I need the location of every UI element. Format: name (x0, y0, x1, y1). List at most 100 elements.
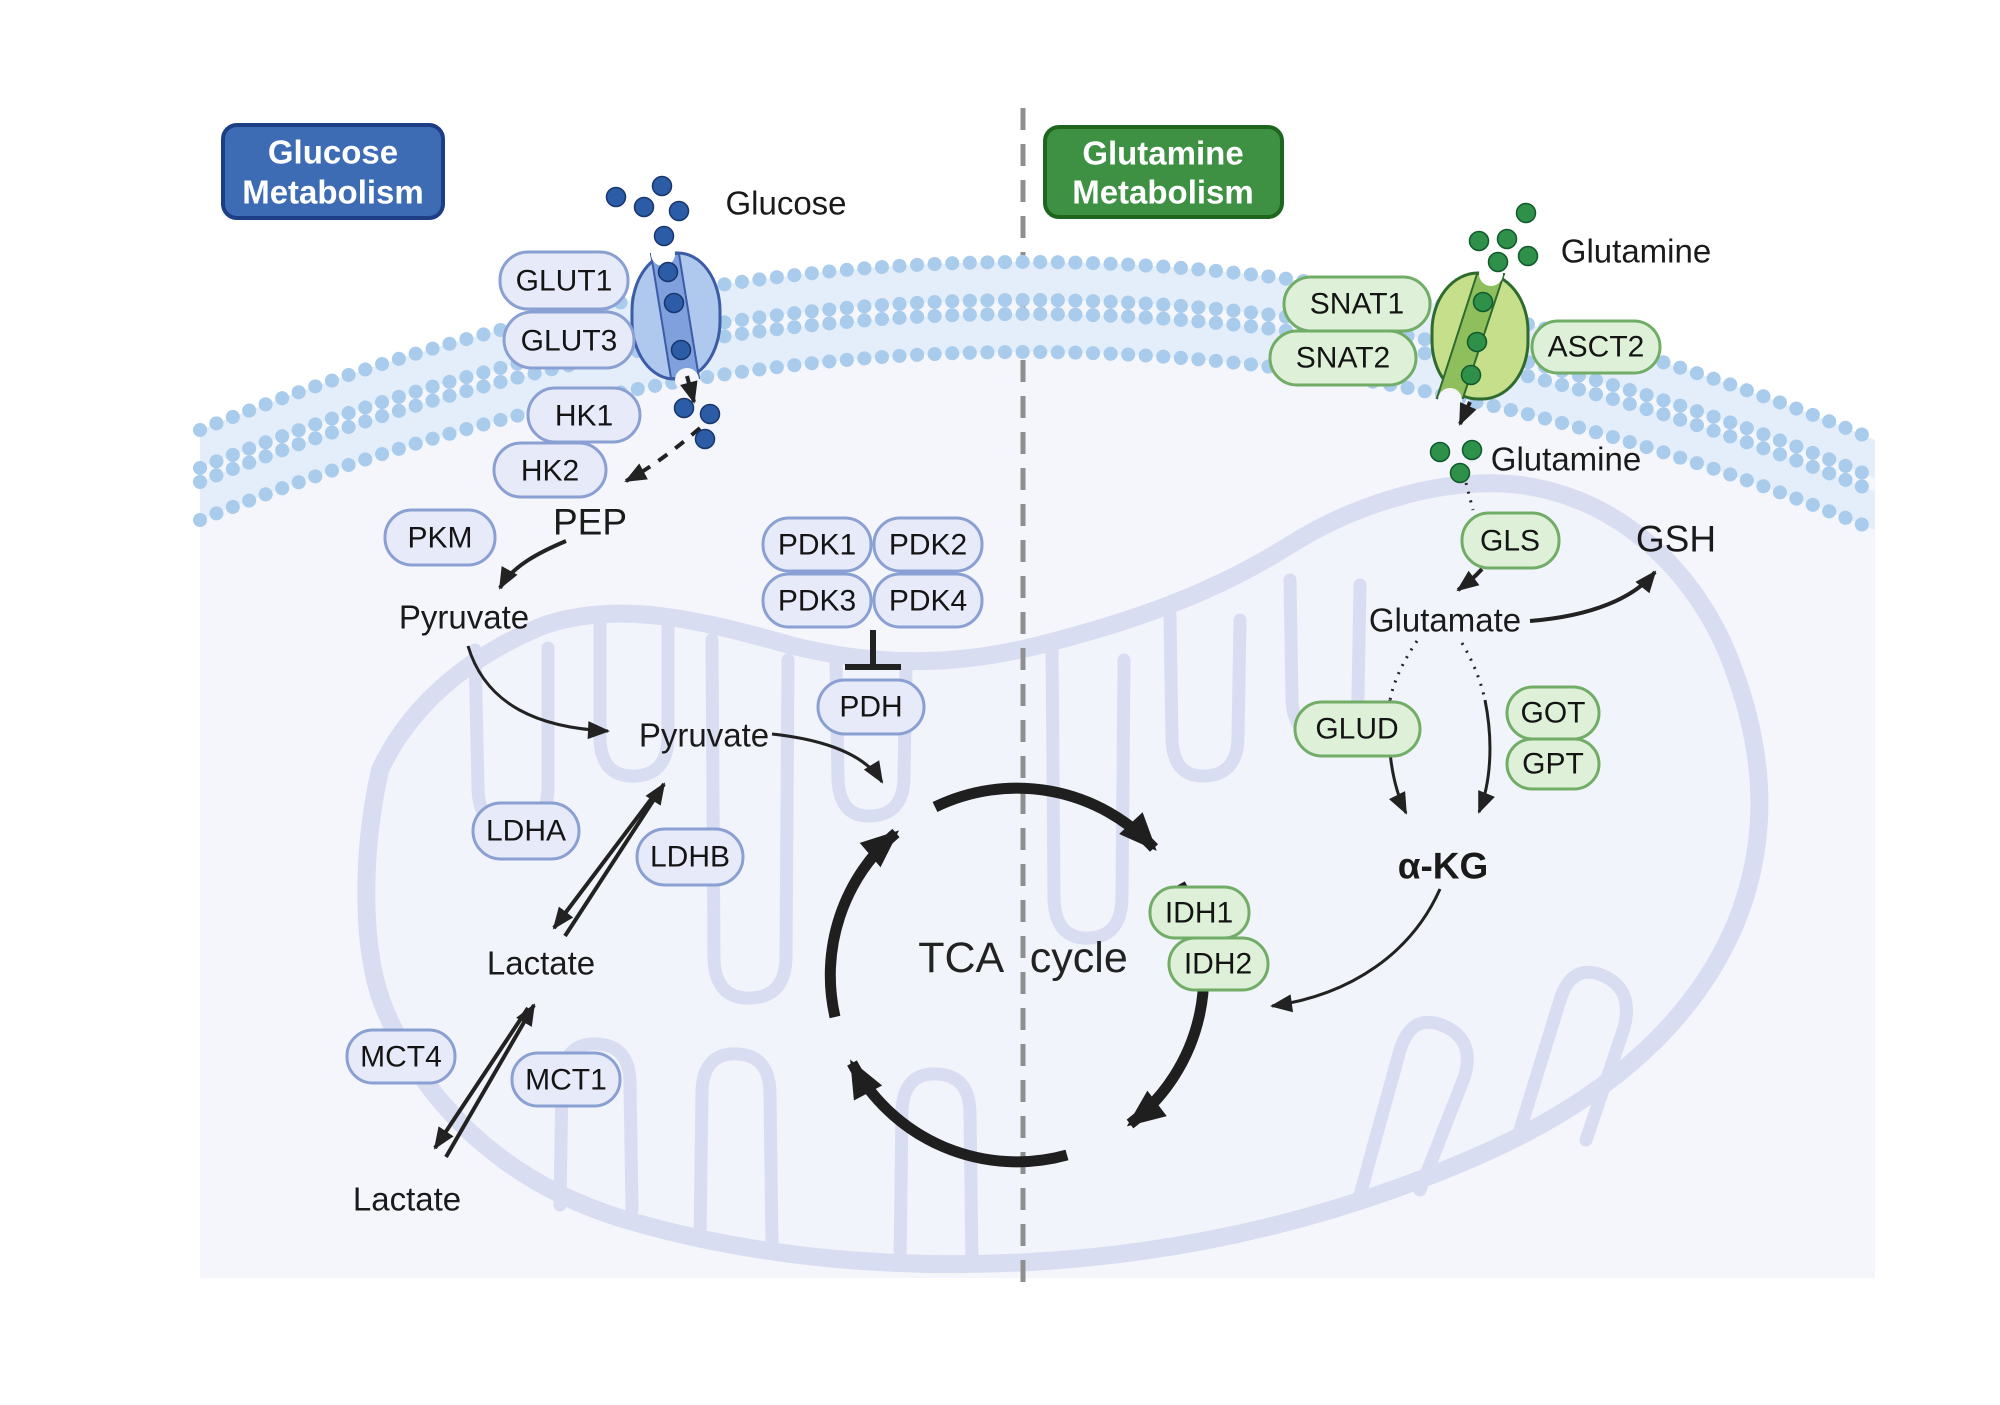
arrow-glucose-to-pep-dashed (624, 426, 702, 483)
enzyme-pill-pdk3: PDK3 (761, 572, 873, 629)
arrow-pyruvate-to-tca (771, 732, 884, 784)
enzyme-label: PDH (839, 691, 902, 724)
enzyme-label: HK2 (521, 455, 579, 488)
enzyme-pill-pkm: PKM (383, 508, 497, 567)
glutamine-molecule-in-channel (1466, 331, 1488, 353)
glutamine-header-box (1043, 125, 1284, 219)
enzyme-label: PDK4 (889, 585, 967, 618)
enzyme-pill-pdk1: PDK1 (761, 516, 873, 573)
glucose-molecule-in-channel (670, 339, 692, 361)
bidirectional-arrow-pyruvate-lactate (552, 782, 666, 938)
enzyme-pill-got: GOT (1505, 685, 1601, 741)
enzyme-pill-ldha: LDHA (471, 801, 581, 861)
glucose-header-line1: Glucose (268, 134, 398, 171)
arrow-transporter-to-glucose (680, 375, 698, 404)
glucose-metabolism-header: Glucose Metabolism (221, 123, 445, 220)
enzyme-label: GLS (1480, 525, 1540, 558)
glutamine-header-line2: Metabolism (1072, 174, 1254, 211)
membrane-head-row (193, 306, 1882, 499)
glucose-molecule-in-channel (657, 261, 679, 283)
glutamine-molecule-dots-intracellular (1429, 439, 1483, 484)
glucose-transporter-channel (630, 242, 722, 392)
label-lactate-intracellular: Lactate (487, 945, 595, 982)
enzyme-label: SNAT1 (1310, 288, 1404, 321)
glutamine-molecule-in-channel (1472, 291, 1494, 313)
enzyme-label: GLUT3 (521, 325, 618, 358)
arrow-glutamate-via-got-gpt-to-akg (1460, 642, 1495, 814)
enzyme-pill-glut1: GLUT1 (498, 250, 630, 311)
enzyme-label: IDH2 (1184, 948, 1252, 981)
enzyme-pill-gpt: GPT (1505, 737, 1601, 791)
membrane-head-row (193, 292, 1882, 485)
glutamine-transporter-channel (1430, 262, 1530, 412)
arrow-glutamate-to-gsh (1529, 570, 1657, 623)
inhibition-tbar-pdk-pdh (845, 630, 901, 670)
label-gsh: GSH (1636, 519, 1716, 560)
enzyme-pill-mct1: MCT1 (510, 1051, 622, 1108)
enzyme-pill-glud: GLUD (1293, 700, 1422, 758)
glucose-molecule-in-channel (663, 292, 685, 314)
reaction-arrows (433, 375, 1657, 1159)
enzyme-pill-asct2: ASCT2 (1530, 319, 1662, 375)
enzyme-label: SNAT2 (1296, 342, 1390, 375)
enzyme-label: LDHA (486, 815, 566, 848)
arrow-transporter-to-glutamine (1458, 401, 1477, 426)
enzyme-pill-pdk2: PDK2 (872, 516, 984, 573)
enzyme-pill-pdk4: PDK4 (872, 572, 984, 629)
enzyme-label: MCT4 (360, 1041, 442, 1074)
enzyme-pill-glut3: GLUT3 (502, 310, 636, 370)
enzyme-label: MCT1 (525, 1064, 607, 1097)
membrane-head-row (193, 254, 1882, 447)
label-pep: PEP (553, 502, 627, 543)
arrow-gls-to-glutamate (1456, 567, 1484, 592)
enzyme-label: ASCT2 (1548, 331, 1645, 364)
enzyme-label: PDK3 (778, 585, 856, 618)
enzyme-pill-snat2: SNAT2 (1268, 329, 1418, 387)
glutamine-molecule-in-channel (1460, 364, 1482, 386)
glucose-molecule-dots-cytosol (673, 397, 721, 450)
enzyme-label: GPT (1522, 748, 1584, 781)
label-pyruvate-cytosol: Pyruvate (399, 599, 529, 636)
arrow-pep-to-pyruvate (498, 539, 567, 590)
glucose-header-box (221, 123, 445, 220)
glutamine-metabolism-header: Glutamine Metabolism (1043, 125, 1284, 219)
bidirectional-arrow-lactate-export (433, 1003, 536, 1159)
enzyme-pill-hk1: HK1 (526, 386, 642, 444)
arrow-akg-to-idh (1270, 888, 1442, 1013)
enzyme-pill-gls: GLS (1460, 511, 1561, 570)
enzyme-pill-idh1: IDH1 (1148, 885, 1251, 940)
enzyme-label: GOT (1521, 697, 1586, 730)
label-tca-cycle: TCA cycle (918, 934, 1128, 982)
enzyme-label: PDK1 (778, 529, 856, 562)
label-akg: α-KG (1398, 846, 1489, 887)
enzyme-pill-ldhb: LDHB (635, 827, 745, 887)
label-glucose: Glucose (725, 185, 846, 222)
glutamine-header-line1: Glutamine (1082, 135, 1243, 172)
enzyme-label: GLUT1 (516, 265, 613, 298)
label-glutamate: Glutamate (1369, 602, 1521, 639)
enzyme-pill-pdh: PDH (816, 678, 926, 736)
arrow-pyruvate-into-mitochondria (466, 645, 610, 740)
label-glutamine-extracellular: Glutamine (1561, 233, 1711, 270)
enzyme-label: HK1 (555, 400, 613, 433)
glucose-molecule-dots (605, 175, 690, 247)
glutamine-molecule-dots-extracellular (1468, 202, 1539, 273)
enzyme-label: PDK2 (889, 529, 967, 562)
label-pyruvate-mito: Pyruvate (639, 717, 769, 754)
enzyme-pill-mct4: MCT4 (345, 1028, 457, 1085)
enzyme-label: LDHB (650, 841, 730, 874)
enzyme-pill-snat1: SNAT1 (1282, 275, 1432, 333)
metabolite-labels: Glucose Glutamine Glutamine PEP Pyruvate… (353, 185, 1716, 1218)
enzyme-pills-glutamine: SNAT1 SNAT2 ASCT2 GLS GLUD GOT GPT IDH1 … (1148, 275, 1662, 992)
enzyme-pill-idh2: IDH2 (1167, 936, 1270, 992)
glucose-header-line2: Metabolism (242, 174, 424, 211)
enzyme-label: IDH1 (1165, 897, 1233, 930)
label-lactate-extracellular: Lactate (353, 1181, 461, 1218)
enzyme-pill-hk2: HK2 (492, 441, 608, 499)
enzyme-label: GLUD (1315, 713, 1398, 746)
label-glutamine-intracellular: Glutamine (1491, 441, 1641, 478)
membrane-head-row (193, 344, 1882, 537)
enzyme-label: PKM (407, 522, 472, 555)
